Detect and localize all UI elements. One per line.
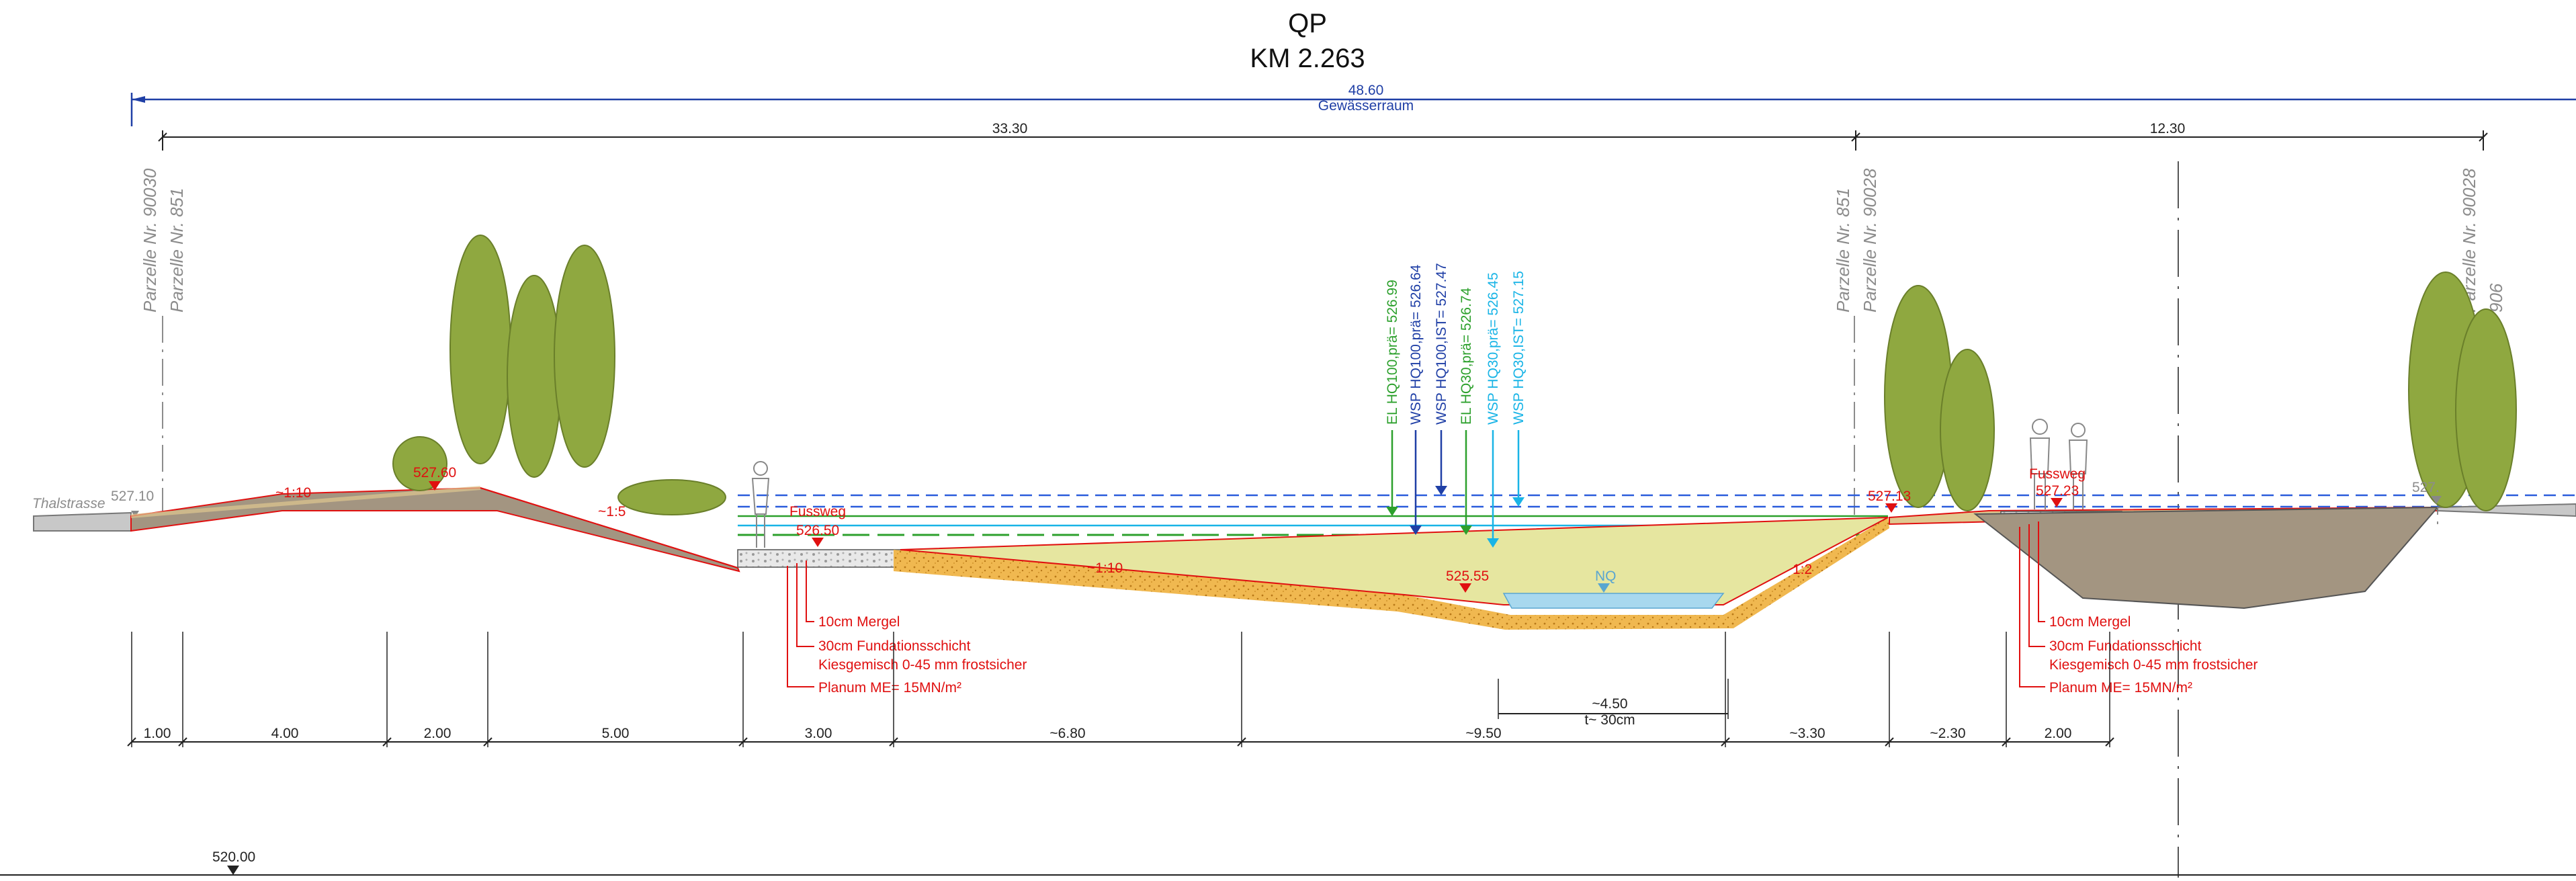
svg-text:525.55: 525.55 (1446, 569, 1489, 584)
svg-text:527.23: 527.23 (2036, 483, 2079, 499)
road-elevation: 527.10 (111, 489, 154, 504)
fussweg-left-label: Fussweg (789, 504, 846, 519)
elevation-right-crest: 527.13 (1868, 489, 1911, 513)
layer-callout-left (787, 560, 814, 687)
channel-width-dimension: ~4.50 t~ 30cm (1498, 679, 1729, 728)
gewaesserraum-value: 48.60 (1348, 83, 1384, 98)
left-layer-kies: Kiesgemisch 0-45 mm frostsicher (818, 657, 1027, 673)
pedestrian-left (751, 461, 770, 548)
bottom-dim-8: ~3.30 (1789, 726, 1825, 741)
channel-fill (900, 517, 1889, 605)
water-level-label-4: EL HQ30,prä= 526.74 (1459, 288, 1474, 425)
dim-33-30: 33.30 (992, 121, 1028, 136)
tree-group-right (2408, 271, 2517, 511)
pedestrian-right-2 (2068, 423, 2088, 509)
gewaesserraum-label: Gewässerraum (1318, 98, 1414, 114)
datum-line: 520.00 (0, 849, 2576, 876)
drawing-subtitle: KM 2.263 (1250, 44, 1365, 73)
svg-text:526.50: 526.50 (796, 523, 839, 538)
bottom-dim-3: 2.00 (424, 726, 452, 741)
slope-channel-right: 1:2 (1793, 562, 1812, 577)
pedestrian-right-1 (2029, 419, 2051, 509)
svg-text:527.: 527. (2412, 480, 2440, 495)
channel-depth-note: t~ 30cm (1584, 712, 1635, 728)
water-level-2: WSP HQ100,prä= 526.64 (1408, 264, 1424, 535)
parcel-mid-a: Parzelle Nr. 851 (1833, 188, 1853, 312)
parcel-mid-b: Parzelle Nr. 90028 (1860, 168, 1880, 312)
parcel-dimension-line: 33.30 12.30 (158, 121, 2488, 151)
right-layer-planum: Planum ME= 15MN/m² (2049, 680, 2192, 696)
water-level-5: WSP HQ30,prä= 526.45 (1486, 272, 1501, 548)
slope-left-steep: ~1:5 (598, 504, 626, 519)
water-level-annotations: EL HQ100,prä= 526.99 WSP HQ100,prä= 526.6… (1385, 263, 1527, 548)
datum-elevation: 520.00 (212, 849, 255, 865)
left-layer-planum: Planum ME= 15MN/m² (818, 680, 961, 696)
bottom-dim-4: 5.00 (602, 726, 630, 741)
water-level-label-2: WSP HQ100,prä= 526.64 (1408, 264, 1424, 425)
channel-gravel-layer (894, 517, 1889, 630)
left-layer-mergel: 10cm Mergel (818, 614, 900, 630)
fussweg-right-label: Fussweg (2029, 466, 2086, 482)
bottom-dim-5: 3.00 (805, 726, 832, 741)
water-level-1: EL HQ100,prä= 526.99 (1385, 280, 1400, 516)
parcel-right-b: 906 (2486, 283, 2506, 312)
bottom-dim-9: ~2.30 (1930, 726, 1965, 741)
tree-group-left (392, 235, 726, 515)
right-embankment-fill (1973, 506, 2440, 610)
right-layer-kies: Kiesgemisch 0-45 mm frostsicher (2049, 657, 2258, 673)
svg-text:NQ: NQ (1595, 569, 1617, 584)
left-bank-fill (130, 487, 740, 573)
water-level-4: EL HQ30,prä= 526.74 (1459, 288, 1474, 535)
nq-water-body (1502, 593, 1725, 609)
bottom-dimension-chain: 1.00 4.00 2.00 5.00 3.00 ~6.80 ~9.50 ~3.30 ~2.30… (127, 632, 2114, 747)
right-layer-mergel: 10cm Mergel (2049, 614, 2131, 630)
drawing-title: QP (1288, 9, 1327, 38)
right-layer-fundation: 30cm Fundationsschicht (2049, 638, 2202, 654)
elevation-right-path: Fussweg 527.23 (2029, 466, 2086, 507)
bottom-dim-10: 2.00 (2045, 726, 2072, 741)
bottom-dim-1: 1.00 (144, 726, 171, 741)
slope-left-bank: ~1:10 (275, 485, 311, 501)
water-level-label-6: WSP HQ30,IST= 527.15 (1511, 271, 1527, 425)
water-level-label-5: WSP HQ30,prä= 526.45 (1486, 272, 1501, 425)
bottom-dim-7: ~9.50 (1465, 726, 1501, 741)
tree-group-middle (1884, 285, 1995, 511)
left-layer-fundation: 30cm Fundationsschicht (818, 638, 971, 654)
elevation-channel-bottom: 525.55 (1446, 569, 1489, 593)
channel-width-value: ~4.50 (1592, 696, 1627, 712)
bottom-dim-6: ~6.80 (1049, 726, 1085, 741)
water-level-label-1: EL HQ100,prä= 526.99 (1385, 280, 1400, 425)
nq-marker: NQ (1595, 569, 1617, 593)
bottom-dim-2: 4.00 (271, 726, 299, 741)
layer-callout-right (2019, 521, 2045, 687)
svg-text:527.60: 527.60 (413, 465, 456, 480)
parcel-left-b: Parzelle Nr. 851 (167, 188, 187, 312)
elevation-path-left: Fussweg 526.50 (789, 504, 846, 547)
elevation-left-crest: 527.60 (413, 465, 456, 491)
parcel-left-a: Parzelle Nr. 90030 (140, 168, 160, 312)
gewaesserraum-dimension: 48.60 Gewässerraum (130, 83, 2576, 126)
elevation-far-right: 527. (2412, 480, 2442, 504)
dim-12-30: 12.30 (2150, 121, 2186, 136)
road-name: Thalstrasse (32, 496, 105, 511)
left-footpath (737, 549, 902, 568)
water-level-6: WSP HQ30,IST= 527.15 (1511, 271, 1527, 507)
slope-channel-left: ~1:10 (1087, 560, 1123, 576)
water-level-3: WSP HQ100,IST= 527.47 (1434, 263, 1449, 495)
water-level-label-3: WSP HQ100,IST= 527.47 (1434, 263, 1449, 425)
right-terrain-grey (2437, 503, 2576, 517)
svg-text:527.13: 527.13 (1868, 489, 1911, 504)
